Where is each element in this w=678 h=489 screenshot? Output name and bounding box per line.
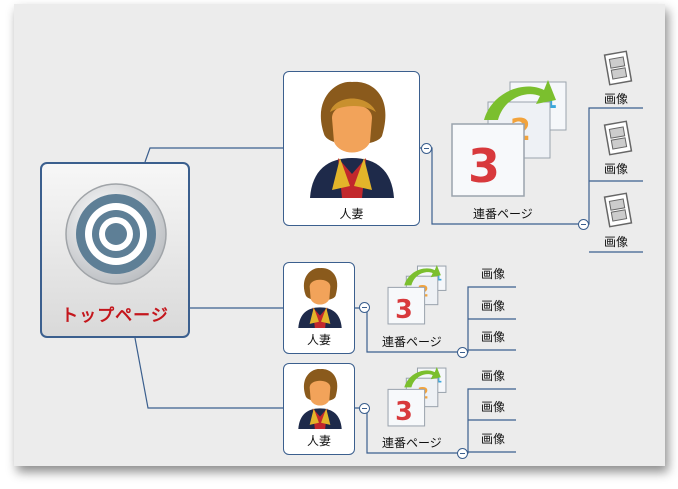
image-label-2-1: 画像 bbox=[481, 267, 506, 281]
image-label-1-3: 画像 bbox=[604, 235, 629, 249]
svg-text:3: 3 bbox=[395, 396, 413, 426]
image-label-3-2: 画像 bbox=[481, 400, 506, 414]
collapse-toggle-person-1[interactable] bbox=[421, 143, 432, 154]
numbered-pages-icon: 1 2 3 bbox=[387, 265, 447, 325]
image-label-3-1: 画像 bbox=[481, 369, 506, 383]
numbered-pages-icon: 1 2 3 bbox=[451, 80, 567, 197]
sequence-label-3: 連番ページ bbox=[382, 436, 442, 450]
woman-avatar-icon bbox=[310, 81, 394, 198]
person-label-3: 人妻 bbox=[306, 434, 331, 448]
person-label-2: 人妻 bbox=[306, 333, 331, 347]
woman-avatar-icon bbox=[298, 368, 342, 429]
connector-root-branch-1 bbox=[144, 147, 283, 163]
sequence-label-1: 連番ページ bbox=[473, 207, 533, 221]
connector-root-branch-3 bbox=[134, 337, 283, 409]
collapse-toggle-person-3[interactable] bbox=[359, 403, 370, 414]
svg-text:3: 3 bbox=[395, 294, 413, 324]
film-icon bbox=[603, 192, 633, 228]
root-node[interactable]: トップページ bbox=[40, 162, 190, 338]
person-node-3[interactable]: 人妻 bbox=[283, 363, 355, 455]
collapse-toggle-person-2[interactable] bbox=[359, 302, 370, 313]
person-label-1: 人妻 bbox=[339, 207, 364, 221]
collapse-toggle-sequence-1[interactable] bbox=[578, 219, 589, 230]
image-label-2-3: 画像 bbox=[481, 330, 506, 344]
film-icon bbox=[603, 120, 633, 156]
person-node-1[interactable]: 人妻 bbox=[283, 71, 420, 226]
sequence-label-2: 連番ページ bbox=[382, 335, 442, 349]
collapse-toggle-sequence-2[interactable] bbox=[457, 347, 468, 358]
film-icon bbox=[603, 50, 633, 86]
svg-text:3: 3 bbox=[468, 139, 500, 193]
woman-avatar-icon bbox=[298, 267, 342, 328]
image-label-1-2: 画像 bbox=[604, 162, 629, 176]
image-label-2-2: 画像 bbox=[481, 299, 506, 313]
target-icon bbox=[65, 183, 167, 285]
person-node-2[interactable]: 人妻 bbox=[283, 262, 355, 354]
image-label-3-3: 画像 bbox=[481, 432, 506, 446]
root-label: トップページ bbox=[61, 306, 169, 326]
collapse-toggle-sequence-3[interactable] bbox=[457, 448, 468, 459]
image-label-1-1: 画像 bbox=[604, 92, 629, 106]
numbered-pages-icon: 1 2 3 bbox=[387, 367, 447, 427]
